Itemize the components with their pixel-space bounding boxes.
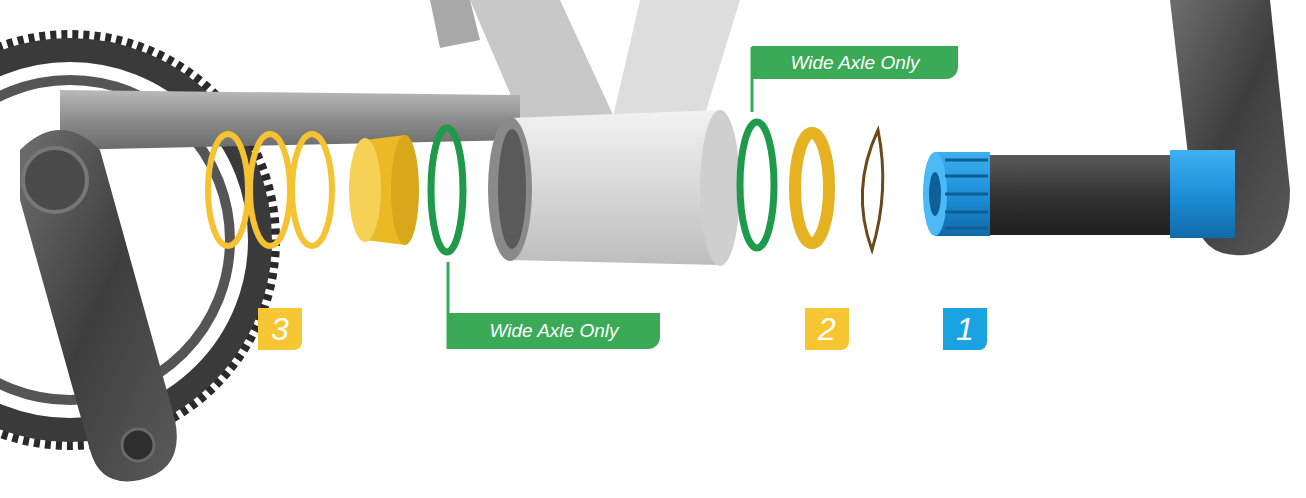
wide-axle-ring: [431, 128, 463, 252]
wave-washer: [862, 130, 882, 250]
bearing-cup-flange: [391, 135, 419, 245]
spline: [945, 211, 988, 214]
shell-left-end: [488, 117, 532, 261]
left-crank-arm: [20, 130, 177, 481]
pedal-hole: [122, 429, 154, 461]
axle-bore: [929, 172, 941, 216]
spline: [945, 227, 988, 230]
crank-spindle-tube: [60, 90, 520, 150]
callout-text: 3: [271, 311, 289, 348]
callout-text: Wide Axle Only: [489, 320, 618, 342]
callout-text: 1: [956, 311, 974, 348]
shell-bore: [498, 129, 526, 249]
spacer-ring: [250, 134, 290, 246]
spline: [945, 159, 988, 162]
axle-collar: [1170, 150, 1235, 238]
spacer: [795, 133, 829, 243]
right-crank-arm: [1170, 0, 1290, 255]
callout-text: 2: [818, 311, 836, 348]
axle-body: [985, 155, 1175, 235]
spline: [945, 193, 988, 196]
bottom-bracket-shell: [510, 110, 720, 265]
spacer-ring: [208, 134, 248, 246]
bearing-cup-face: [349, 138, 381, 242]
axle-end: [923, 152, 947, 236]
seat-tube-bracket: [430, 0, 480, 48]
callout-tab: Wide Axle Only: [752, 46, 958, 79]
shell-right-end: [700, 110, 740, 266]
callout-number: 2: [805, 308, 849, 350]
callout-tab: Wide Axle Only: [448, 313, 660, 349]
spacer-ring: [292, 134, 332, 246]
callout-number: 1: [943, 308, 987, 350]
spline: [945, 175, 988, 178]
callout-text: Wide Axle Only: [790, 52, 919, 74]
axle-splines: [945, 160, 988, 228]
callout-number: 3: [258, 308, 302, 350]
crank-boss: [23, 148, 87, 212]
wide-axle-ring: [740, 122, 774, 248]
